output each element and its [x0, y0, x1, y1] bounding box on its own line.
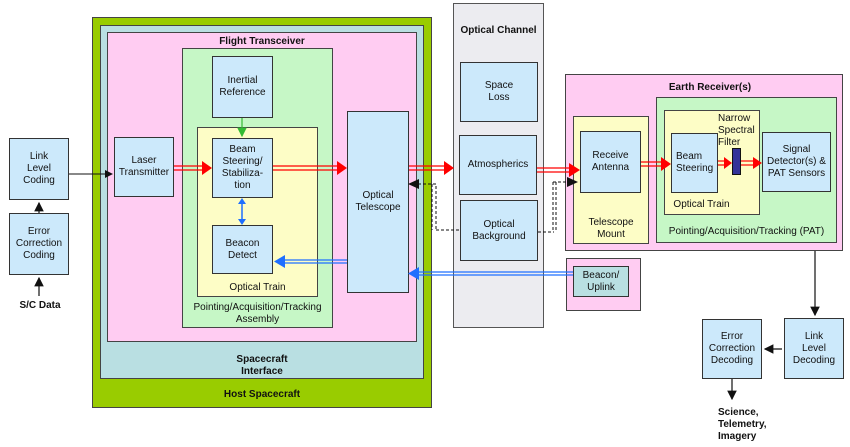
receive-antenna-label: Receive Antenna — [591, 150, 630, 173]
sc-data-label: S/C Data — [19, 300, 61, 311]
earth-optical-train-label: Optical Train — [673, 199, 730, 210]
optical-background-block: Optical Background — [460, 200, 538, 261]
spacecraft-interface-label: Spacecraft Interface — [236, 354, 288, 377]
error-correction-decoding-block: Error Correction Decoding — [702, 319, 762, 379]
link-level-coding-block: Link Level Coding — [9, 138, 69, 200]
error-correction-coding-label: Error Correction Coding — [15, 226, 63, 261]
optical-telescope-block: Optical Telescope — [347, 111, 409, 293]
narrow-spectral-filter — [732, 148, 741, 175]
earth-beam-steering-label: Beam Steering — [676, 151, 714, 174]
pat-assembly-label: Pointing/Acquisition/Tracking Assembly — [193, 302, 322, 325]
beam-steering-label: Beam Steering/ Stabiliza- tion — [221, 144, 264, 191]
atmospherics-block: Atmospherics — [459, 135, 537, 195]
inertial-reference-label: Inertial Reference — [219, 75, 266, 98]
laser-transmitter-label: Laser Transmitter — [118, 155, 170, 178]
beacon-uplink-label: Beacon/ Uplink — [582, 269, 620, 293]
beacon-uplink-block: Beacon/ Uplink — [573, 266, 629, 297]
space-loss-label: Space Loss — [484, 80, 514, 103]
signal-detectors-block: Signal Detector(s) & PAT Sensors — [762, 132, 831, 192]
beacon-detect-label: Beacon Detect — [225, 237, 260, 261]
optical-channel-title: Optical Channel — [460, 25, 537, 36]
atmospherics-label: Atmospherics — [467, 159, 529, 170]
error-correction-decoding-label: Error Correction Decoding — [708, 331, 756, 366]
link-level-decoding-block: Link Level Decoding — [784, 318, 844, 379]
error-correction-coding-block: Error Correction Coding — [9, 213, 69, 275]
output-label: Science, Telemetry, Imagery — [718, 407, 767, 442]
narrow-spectral-filter-label: Narrow Spectral Filter — [718, 113, 755, 148]
flight-transceiver-title: Flight Transceiver — [219, 36, 305, 47]
earth-pat-label: Pointing/Acquisition/Tracking (PAT) — [668, 226, 825, 237]
earth-beam-steering-block: Beam Steering — [671, 133, 718, 193]
receive-antenna-block: Receive Antenna — [580, 131, 641, 193]
link-level-decoding-label: Link Level Decoding — [792, 330, 836, 366]
optical-train-label: Optical Train — [229, 282, 286, 293]
optical-background-label: Optical Background — [472, 218, 526, 242]
beam-steering-stabilization-block: Beam Steering/ Stabiliza- tion — [212, 138, 273, 198]
link-level-coding-label: Link Level Coding — [23, 151, 55, 186]
host-spacecraft-title: Host Spacecraft — [223, 389, 301, 400]
optical-telescope-label: Optical Telescope — [355, 190, 401, 213]
signal-detectors-label: Signal Detector(s) & PAT Sensors — [767, 144, 826, 179]
earth-receiver-title: Earth Receiver(s) — [668, 82, 752, 93]
beacon-detect-block: Beacon Detect — [212, 225, 273, 274]
inertial-reference-block: Inertial Reference — [212, 56, 273, 118]
telescope-mount-label: Telescope Mount — [588, 217, 634, 240]
laser-transmitter-block: Laser Transmitter — [114, 137, 174, 197]
space-loss-block: Space Loss — [460, 62, 538, 122]
